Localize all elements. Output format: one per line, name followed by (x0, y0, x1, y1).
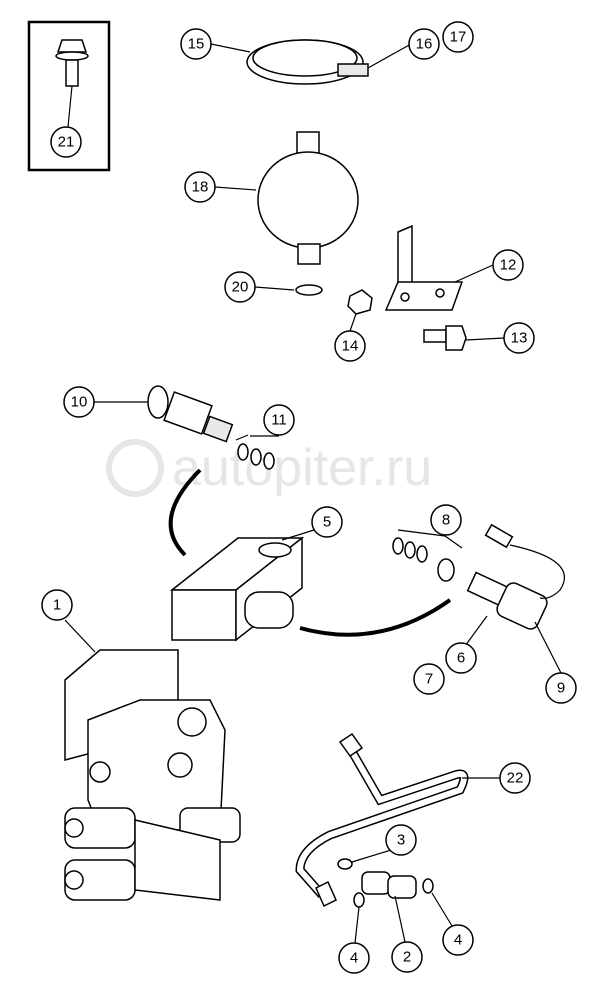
svg-text:7: 7 (425, 671, 433, 688)
callout-22: 22 (499, 762, 531, 794)
svg-text:5: 5 (323, 514, 331, 531)
svg-text:15: 15 (188, 36, 205, 53)
elbow-fitting-2 (361, 871, 417, 899)
callout-5: 5 (311, 506, 343, 538)
o-rings-11 (237, 443, 275, 470)
tube-22 (295, 732, 469, 908)
watermark: autopiter.ru (106, 439, 432, 497)
svg-text:6: 6 (457, 650, 465, 667)
callout-20: 20 (224, 271, 256, 303)
callout-13: 13 (503, 322, 535, 354)
svg-text:10: 10 (71, 394, 88, 411)
callout-17: 17 (442, 21, 474, 53)
valve-10-part (147, 385, 234, 443)
leader-lines (64, 43, 562, 944)
bolt-21-part (55, 39, 89, 87)
o-ring-4a (353, 892, 365, 908)
accumulator-part (257, 131, 359, 265)
watermark-text: autopiter.ru (172, 439, 432, 497)
callout-8: 8 (430, 504, 462, 536)
callout-12: 12 (492, 249, 524, 281)
svg-text:3: 3 (397, 832, 405, 849)
solenoid-valve-6-9 (466, 523, 565, 630)
svg-text:22: 22 (507, 770, 524, 787)
callout-14: 14 (334, 330, 366, 362)
svg-text:4: 4 (350, 950, 358, 967)
callout-9: 9 (545, 672, 577, 704)
bracket-part (384, 224, 464, 311)
svg-text:21: 21 (58, 134, 75, 151)
svg-text:20: 20 (232, 279, 249, 296)
svg-text:13: 13 (511, 330, 528, 347)
o-ring-3 (337, 858, 353, 870)
callout-4-right: 4 (442, 924, 474, 956)
inset-box (27, 20, 111, 172)
svg-text:16: 16 (416, 36, 433, 53)
svg-text:12: 12 (500, 257, 517, 274)
callout-4-left: 4 (338, 942, 370, 974)
clamp-part (246, 39, 369, 85)
callout-16: 16 (408, 28, 440, 60)
o-ring-20 (295, 284, 323, 296)
callout-18: 18 (184, 171, 216, 203)
svg-text:18: 18 (192, 179, 209, 196)
svg-text:2: 2 (403, 949, 411, 966)
bolt-13-part (423, 325, 467, 351)
callout-7: 7 (413, 663, 445, 695)
callout-1: 1 (41, 589, 73, 621)
svg-text:17: 17 (450, 29, 467, 46)
callout-15: 15 (180, 28, 212, 60)
svg-text:14: 14 (342, 338, 359, 355)
manifold-block-5 (168, 468, 452, 642)
svg-text:4: 4 (454, 932, 462, 949)
valve-body-1 (64, 649, 241, 901)
o-rings-8 (392, 537, 455, 582)
svg-text:1: 1 (53, 597, 61, 614)
o-ring-4b (422, 878, 434, 894)
callout-21: 21 (50, 126, 82, 158)
nut-14 (347, 289, 373, 315)
callout-2: 2 (391, 941, 423, 973)
svg-text:8: 8 (442, 512, 450, 529)
callout-10: 10 (63, 386, 95, 418)
svg-text:9: 9 (557, 680, 565, 697)
callout-6: 6 (445, 642, 477, 674)
svg-text:11: 11 (271, 412, 287, 429)
callout-11: 11 (263, 404, 295, 436)
callout-3: 3 (385, 824, 417, 856)
